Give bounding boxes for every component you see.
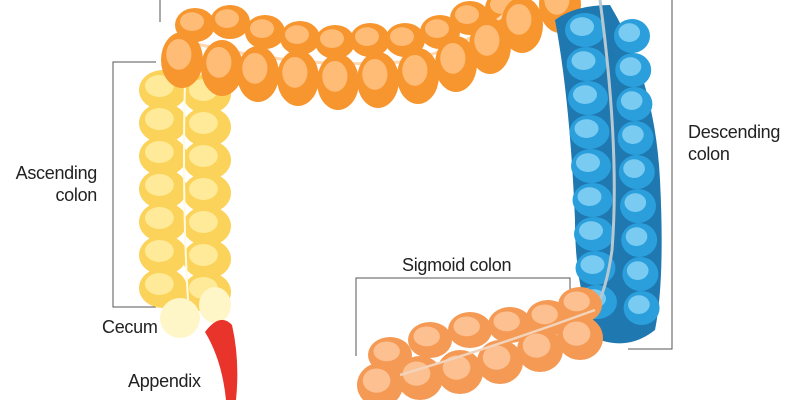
- sigmoid-haustrum-highlight: [531, 304, 558, 325]
- ascending-haustrum-highlight: [145, 174, 174, 196]
- transverse-haustrum-highlight: [425, 19, 449, 38]
- descending-haustrum-highlight: [618, 23, 641, 42]
- descending-haustrum-highlight: [622, 125, 644, 144]
- leader-line-sigmoid: [355, 277, 571, 356]
- ascending-haustrum-highlight: [145, 108, 174, 130]
- sigmoid-haustrum-highlight: [373, 341, 400, 362]
- sigmoid-haustrum-highlight: [482, 345, 511, 370]
- sigmoid-colon: [357, 287, 603, 400]
- transverse-haustrum-highlight: [355, 27, 379, 46]
- transverse-haustrum-highlight: [440, 43, 466, 74]
- sigmoid-haustrum-highlight: [453, 316, 480, 337]
- ascending-haustrum-highlight: [189, 145, 218, 167]
- descending-haustrum-highlight: [577, 187, 602, 206]
- descending-haustrum-highlight: [628, 295, 650, 314]
- transverse-haustrum-highlight: [474, 25, 500, 56]
- descending-haustrum-highlight: [619, 57, 642, 76]
- transverse-haustrum-highlight: [215, 9, 239, 28]
- descending-haustrum-highlight: [571, 51, 596, 70]
- cecum-lobe: [160, 298, 200, 338]
- ascending-haustrum-highlight: [145, 273, 174, 295]
- descending-haustrum-highlight: [623, 159, 645, 178]
- descending-haustrum-highlight: [579, 221, 603, 240]
- ascending-colon: [139, 70, 231, 312]
- descending-haustrum-highlight: [576, 153, 600, 172]
- ascending-haustrum-highlight: [189, 178, 218, 200]
- descending-haustrum-highlight: [570, 17, 594, 36]
- transverse-haustrum-highlight: [285, 25, 309, 44]
- transverse-haustrum-highlight: [282, 57, 308, 88]
- sigmoid-haustrum-highlight: [563, 291, 590, 312]
- descending-haustrum-highlight: [624, 193, 647, 212]
- label-ascending-colon: Ascending colon: [15, 163, 98, 205]
- ascending-haustrum-highlight: [145, 207, 174, 229]
- transverse-haustrum-highlight: [455, 5, 479, 24]
- label-descending-colon: Descending colon: [688, 122, 781, 164]
- cecum-lobe: [199, 287, 231, 323]
- appendix: [205, 319, 238, 400]
- cecum: [160, 287, 231, 338]
- sigmoid-taenia: [399, 308, 596, 377]
- leader-line-descending: [628, 0, 673, 350]
- descending-haustrum-highlight: [620, 91, 643, 110]
- ascending-haustrum-highlight: [189, 112, 218, 134]
- ascending-haustrum-highlight: [145, 75, 174, 97]
- ascending-taenia: [183, 79, 189, 301]
- label-sigmoid-colon: Sigmoid colon: [402, 255, 512, 275]
- transverse-haustrum-highlight: [544, 0, 570, 15]
- descending-haustrum-highlight: [580, 255, 605, 274]
- ascending-haustrum-highlight: [189, 211, 218, 233]
- sigmoid-haustrum-highlight: [442, 355, 471, 380]
- sigmoid-haustrum-highlight: [413, 326, 440, 347]
- transverse-haustrum-highlight: [390, 27, 414, 46]
- transverse-haustrum-highlight: [320, 29, 344, 48]
- label-appendix: Appendix: [128, 371, 201, 391]
- ascending-haustrum-highlight: [145, 240, 174, 262]
- descending-colon: [555, 0, 662, 344]
- ascending-haustrum-highlight: [145, 141, 174, 163]
- transverse-colon: [161, 0, 581, 110]
- descending-haustrum-highlight: [574, 119, 599, 138]
- descending-haustrum-highlight: [625, 227, 648, 246]
- transverse-haustrum-highlight: [322, 61, 348, 92]
- transverse-haustrum-highlight: [242, 53, 268, 84]
- transverse-haustrum-highlight: [402, 55, 428, 86]
- label-cecum: Cecum: [102, 317, 158, 337]
- transverse-haustrum-highlight: [166, 39, 192, 70]
- descending-taenia: [588, 0, 616, 317]
- sigmoid-haustrum-highlight: [362, 368, 391, 393]
- leader-line-ascending: [112, 61, 156, 308]
- sigmoid-haustrum-highlight: [493, 311, 520, 332]
- descending-haustrum-highlight: [573, 85, 597, 104]
- sigmoid-haustrum-highlight: [562, 321, 591, 346]
- transverse-haustrum-highlight: [250, 19, 274, 38]
- transverse-haustrum-highlight: [362, 59, 388, 90]
- sigmoid-haustrum-highlight: [522, 333, 551, 358]
- transverse-haustrum-highlight: [206, 47, 232, 78]
- ascending-haustrum-highlight: [189, 244, 218, 266]
- descending-haustrum-highlight: [626, 261, 649, 280]
- transverse-haustrum-highlight: [506, 4, 532, 35]
- transverse-haustrum-highlight: [180, 12, 204, 31]
